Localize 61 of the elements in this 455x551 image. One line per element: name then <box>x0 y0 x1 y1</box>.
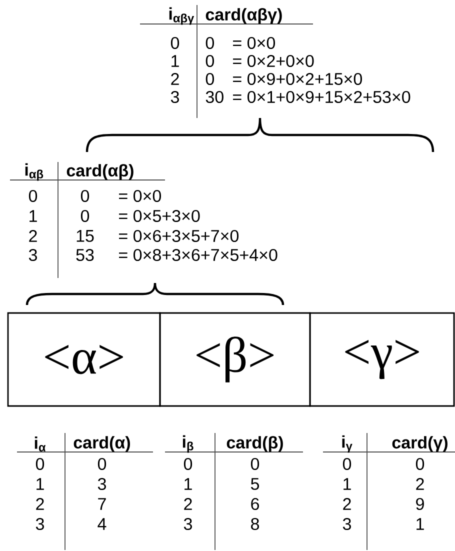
table-cell: 1 <box>30 210 37 222</box>
table-cell: 0 <box>342 458 352 470</box>
table-cell: 3 <box>28 248 37 262</box>
column-header: card(α) <box>74 436 130 452</box>
column-header: i$_{γ}$ <box>342 435 352 453</box>
table-cell: 2 <box>171 73 179 85</box>
table-cell: 15 <box>76 230 94 242</box>
table-cell: 3 <box>342 518 351 530</box>
table-cell: 30 <box>206 90 224 104</box>
letter-box: <β> <box>159 312 311 407</box>
column-header: card(γ) <box>392 436 448 452</box>
column-header: i$_{β}$ <box>182 435 194 453</box>
table-cell: 2 <box>29 230 37 242</box>
column-header: card(β) <box>226 436 283 452</box>
table-cell: 0 <box>206 72 214 86</box>
table-cell: 3 <box>170 90 179 104</box>
table-cell: 9 <box>416 498 424 510</box>
table-cell: 0 <box>80 190 90 202</box>
table-cell: 0 <box>206 54 214 68</box>
table-cell: 2 <box>36 498 44 510</box>
table-cell: 0 <box>28 190 38 202</box>
table-cell: 0 <box>184 458 192 470</box>
table-cell: = 0×1+0×9+15×2+53×0 <box>233 90 410 104</box>
table-cell: 0 <box>206 36 214 50</box>
table-cell: 0 <box>98 458 106 470</box>
table-cell: = 0×2+0×0 <box>233 54 314 68</box>
table-cell: = 0×9+0×2+15×0 <box>233 72 362 86</box>
table-cell: 1 <box>36 478 44 490</box>
table-cell: 3 <box>98 478 106 490</box>
column-header: card(αβ) <box>66 164 134 180</box>
table-cell: 1 <box>416 518 424 530</box>
table-cell: 5 <box>250 478 259 490</box>
table-cell: 0 <box>170 36 180 50</box>
table-cell: 0 <box>250 458 260 470</box>
table-cell: 3 <box>36 518 44 530</box>
table-cell: 8 <box>251 518 259 530</box>
table-cell: 0 <box>416 458 424 470</box>
table-cell: = 0×0 <box>119 190 162 202</box>
table-cell: 0 <box>80 210 90 222</box>
letter-box: <γ> <box>309 312 455 407</box>
column-header: i$_{αβ}$ <box>25 163 44 181</box>
table-cell: = 0×6+3×5+7×0 <box>119 230 239 242</box>
column-header: i$_{αβγ}$ <box>169 7 194 25</box>
table-cell: = 0×5+3×0 <box>119 210 200 222</box>
column-header: card(αβγ) <box>206 8 282 24</box>
table-cell: 1 <box>184 478 192 490</box>
table-cell: 1 <box>344 478 351 490</box>
column-header: i$_{α}$ <box>34 436 46 452</box>
letter-box: <α> <box>7 312 161 407</box>
table-cell: 3 <box>184 518 192 530</box>
table-cell: 0 <box>36 458 44 470</box>
table-cell: 7 <box>98 498 106 510</box>
table-cell: 2 <box>416 478 424 490</box>
table-cell: = 0×8+3×6+7×5+4×0 <box>119 248 278 262</box>
table-cell: = 0×0 <box>233 36 276 50</box>
table-cell: 6 <box>251 498 259 510</box>
table-cell: 2 <box>184 498 192 510</box>
table-cell: 53 <box>76 248 94 262</box>
table-cell: 1 <box>172 55 179 67</box>
table-cell: 4 <box>98 518 106 530</box>
table-cell: 2 <box>343 498 351 510</box>
